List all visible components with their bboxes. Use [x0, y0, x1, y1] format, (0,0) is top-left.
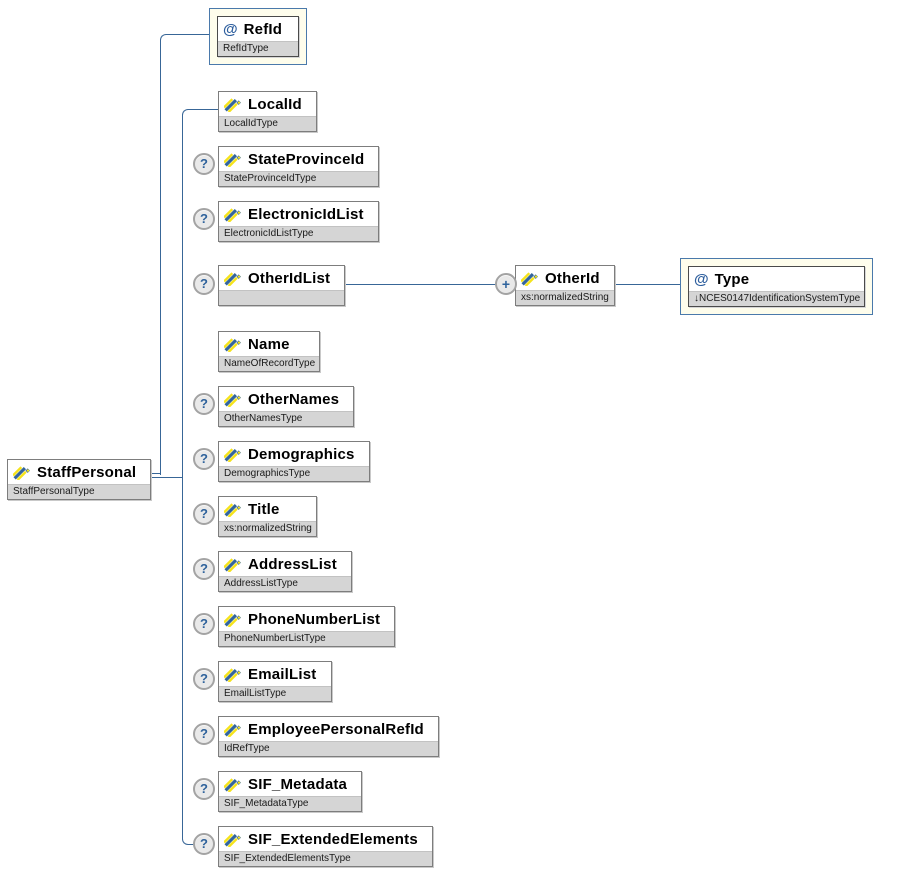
element-icon	[13, 465, 31, 480]
element-node-staffpersonal[interactable]: StaffPersonal StaffPersonalType	[7, 459, 152, 500]
element-icon	[224, 207, 242, 222]
element-type: AddressListType	[219, 576, 351, 591]
element-name: PhoneNumberList	[248, 610, 381, 628]
connector-root-stub-bottom	[145, 477, 183, 478]
element-name: LocalId	[248, 95, 302, 113]
element-type: PhoneNumberListType	[219, 631, 395, 646]
element-node-otherid[interactable]: OtherId xs:normalizedString	[515, 265, 615, 306]
optional-indicator-icon: ?	[193, 558, 215, 580]
attribute-node-type[interactable]: @ Type ↓NCES0147IdentificationSystemType	[688, 266, 866, 307]
attribute-type: RefIdType	[218, 41, 299, 56]
attribute-icon: @	[223, 20, 238, 38]
element-type: SIF_ExtendedElementsType	[219, 851, 432, 866]
element-node-localid[interactable]: LocalId LocalIdType	[218, 91, 317, 132]
element-type: OtherNamesType	[219, 411, 354, 426]
optional-indicator-icon: ?	[193, 778, 215, 800]
element-type: DemographicsType	[219, 466, 369, 481]
element-type: LocalIdType	[219, 116, 316, 131]
element-node-addresslist[interactable]: AddressList AddressListType	[218, 551, 352, 592]
element-type: StateProvinceIdType	[219, 171, 379, 186]
element-type	[219, 290, 345, 305]
element-icon	[224, 447, 242, 462]
element-icon	[224, 337, 242, 352]
element-node-stateprovinceid[interactable]: StateProvinceId StateProvinceIdType	[218, 146, 380, 187]
attribute-type: ↓NCES0147IdentificationSystemType	[689, 291, 865, 306]
element-icon	[224, 777, 242, 792]
attribute-container-type: @ Type ↓NCES0147IdentificationSystemType	[680, 258, 874, 315]
optional-indicator-icon: ?	[193, 393, 215, 415]
element-name: EmployeePersonalRefId	[248, 720, 424, 738]
element-name: EmailList	[248, 665, 317, 683]
element-type: NameOfRecordType	[219, 356, 320, 371]
element-type: ElectronicIdListType	[219, 226, 378, 241]
optional-indicator-icon: ?	[193, 723, 215, 745]
element-icon	[224, 392, 242, 407]
element-name: OtherNames	[248, 390, 340, 408]
element-type: StaffPersonalType	[8, 484, 151, 499]
connector-otherid-to-type	[613, 284, 680, 285]
connector-otheridlist-to-otherid	[339, 284, 515, 285]
element-name: SIF_ExtendedElements	[248, 830, 418, 848]
optional-indicator-icon: ?	[193, 503, 215, 525]
element-node-otheridlist[interactable]: OtherIdList	[218, 265, 346, 306]
optional-indicator-icon: ?	[193, 668, 215, 690]
connector-children-trunk	[182, 109, 219, 834]
element-icon	[224, 557, 242, 572]
element-icon	[224, 722, 242, 737]
optional-indicator-icon: ?	[193, 448, 215, 470]
element-name: StaffPersonal	[37, 463, 137, 481]
element-type: EmailListType	[219, 686, 331, 701]
element-name: OtherIdList	[248, 269, 331, 287]
element-name: AddressList	[248, 555, 337, 573]
element-name: Name	[248, 335, 290, 353]
element-type: SIF_MetadataType	[219, 796, 362, 811]
attribute-name: Type	[714, 270, 750, 288]
element-node-electronicidlist[interactable]: ElectronicIdList ElectronicIdListType	[218, 201, 379, 242]
element-type: xs:normalizedString	[516, 290, 614, 305]
optional-indicator-icon: ?	[193, 273, 215, 295]
element-node-employeepersonalrefid[interactable]: EmployeePersonalRefId IdRefType	[218, 716, 439, 757]
connector-children-trunk-bottom	[182, 833, 197, 845]
element-node-othernames[interactable]: OtherNames OtherNamesType	[218, 386, 355, 427]
element-icon	[224, 97, 242, 112]
expand-indicator-icon[interactable]: +	[495, 273, 517, 295]
element-name: Demographics	[248, 445, 355, 463]
element-node-sif-extendedelements[interactable]: SIF_ExtendedElements SIF_ExtendedElement…	[218, 826, 433, 867]
element-node-sif-metadata[interactable]: SIF_Metadata SIF_MetadataType	[218, 771, 363, 812]
element-icon	[224, 667, 242, 682]
element-type: xs:normalizedString	[219, 521, 316, 536]
element-name: OtherId	[545, 269, 600, 287]
element-name: ElectronicIdList	[248, 205, 364, 223]
optional-indicator-icon: ?	[193, 613, 215, 635]
attribute-node-refid[interactable]: @ RefId RefIdType	[217, 16, 300, 57]
connector-root-stub-top	[145, 473, 161, 474]
element-icon	[224, 612, 242, 627]
element-icon	[521, 271, 539, 286]
element-icon	[224, 502, 242, 517]
element-node-demographics[interactable]: Demographics DemographicsType	[218, 441, 370, 482]
optional-indicator-icon: ?	[193, 833, 215, 855]
element-name: SIF_Metadata	[248, 775, 348, 793]
connector-root-to-attribute	[160, 34, 210, 475]
element-name: Title	[248, 500, 280, 518]
attribute-icon: @	[694, 270, 709, 288]
element-type: IdRefType	[219, 741, 438, 756]
attribute-name: RefId	[243, 20, 283, 38]
element-node-name[interactable]: Name NameOfRecordType	[218, 331, 321, 372]
optional-indicator-icon: ?	[193, 153, 215, 175]
element-node-emaillist[interactable]: EmailList EmailListType	[218, 661, 332, 702]
element-name: StateProvinceId	[248, 150, 365, 168]
element-icon	[224, 271, 242, 286]
element-node-title[interactable]: Title xs:normalizedString	[218, 496, 317, 537]
element-node-phonenumberlist[interactable]: PhoneNumberList PhoneNumberListType	[218, 606, 396, 647]
element-icon	[224, 832, 242, 847]
optional-indicator-icon: ?	[193, 208, 215, 230]
attribute-container-refid: @ RefId RefIdType	[209, 8, 308, 65]
element-icon	[224, 152, 242, 167]
